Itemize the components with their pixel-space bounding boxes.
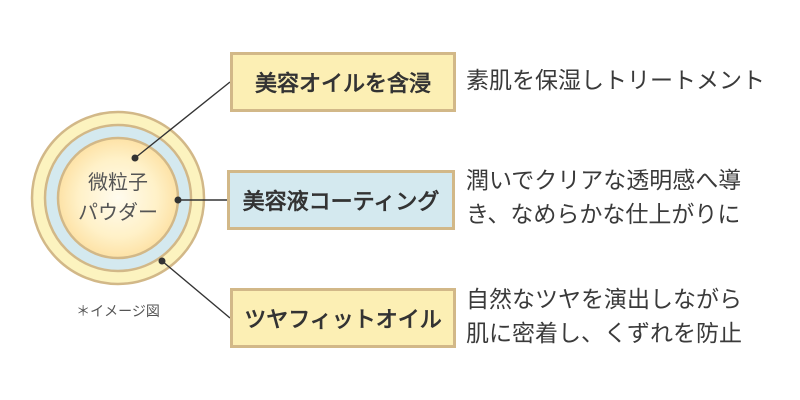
desc-oil-line1: 素肌を保湿しトリートメント [466, 68, 765, 94]
desc-fit: 自然なツヤを演出しながら 肌に密着し、くずれを防止 [466, 283, 742, 351]
desc-oil: 素肌を保湿しトリートメント [466, 64, 765, 98]
desc-fit-line1: 自然なツヤを演出しながら [466, 287, 742, 313]
desc-serum-line1: 潤いでクリアな透明感へ導 [466, 168, 742, 194]
layer-box-oil: 美容オイルを含浸 [230, 52, 456, 112]
leader-dot-fit [158, 257, 166, 265]
core-label: 微粒子 パウダー [46, 167, 190, 227]
leader-dot-oil [131, 154, 139, 162]
desc-fit-line2: 肌に密着し、くずれを防止 [466, 321, 742, 347]
image-note: ＊イメージ図 [76, 304, 160, 320]
leader-line-fit [161, 260, 231, 319]
desc-serum-line2: き、なめらかな仕上がりに [466, 202, 741, 228]
layer-box-serum: 美容液コーティング [227, 170, 455, 230]
desc-serum: 潤いでクリアな透明感へ導 き、なめらかな仕上がりに [466, 164, 741, 232]
core-label-line1: 微粒子 [88, 170, 148, 194]
layer-box-fit-oil: ツヤフィットオイル [230, 288, 456, 348]
core-label-line2: パウダー [78, 200, 158, 224]
leader-line-oil [134, 81, 231, 159]
leader-dot-serum [174, 196, 182, 204]
